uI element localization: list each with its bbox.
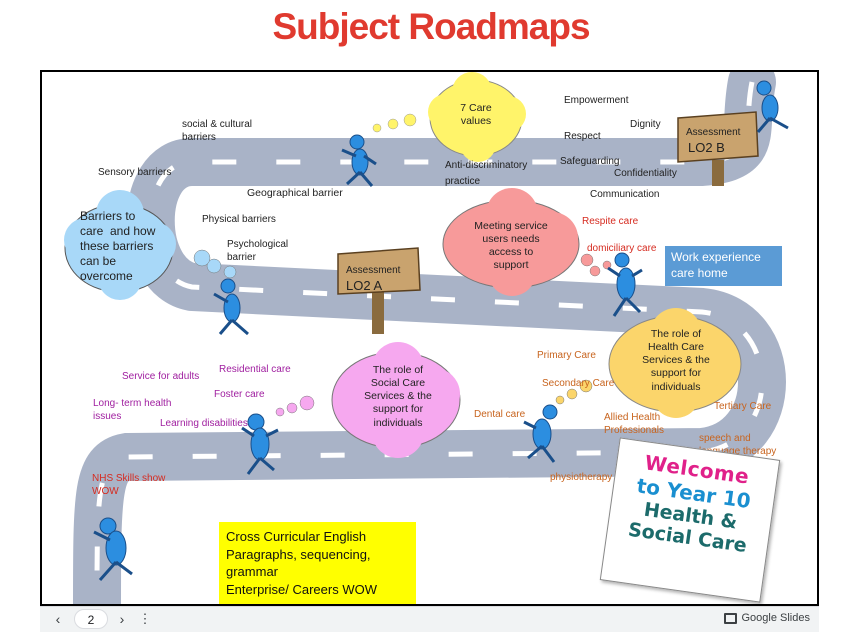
label-long-term-health: Long- term health issues [93,398,172,422]
sign-lo2a-code: LO2 A [346,278,383,293]
figure-physio [523,404,558,463]
label-geographical-barrier: Geographical barrier [247,187,343,199]
figure-middle [241,413,279,475]
cloud-health-care [608,308,742,418]
label-allied-health: Allied Health Professionals [604,412,665,436]
thought-dots-blue [193,249,237,279]
label-tertiary-care: Tertiary Care [714,401,772,412]
label-confidentiality: Confidentiality [614,168,677,179]
label-foster-care: Foster care [214,389,265,400]
cloud-care-values-text: 7 Care values [460,102,492,128]
cloud-health-care-text: The role of Health Care Services & the s… [642,328,710,393]
figure-top [341,134,377,187]
thought-dots-yellow [372,113,417,133]
figure-bottom [93,517,133,581]
sign-lo2b-label: Assessment [686,127,741,138]
label-learning-disabilities: Learning disabilities [160,418,248,429]
thought-dots-magenta [275,395,315,417]
thought-dots-gold [555,379,593,405]
more-vert-icon[interactable]: ⋮ [138,611,152,626]
roadmap-road [64,72,789,604]
cross-curricular-box: Cross Curricular English Paragraphs, seq… [219,522,416,604]
label-anti-discriminatory: Anti-discriminatory practice [445,160,528,187]
slides-toolbar: ‹ 2 › ⋮ Google Slides [40,606,819,632]
chevron-right-icon[interactable]: › [119,611,125,627]
label-primary-care: Primary Care [537,350,596,361]
cloud-meeting-needs [442,188,580,296]
cloud-social-care [331,342,461,458]
label-social-cultural: social & cultural barriers [182,119,253,143]
label-secondary-care: Secondary Care [542,378,615,389]
page-title: Subject Roadmaps [272,6,590,47]
label-nhs-skills-show: NHS Skills show WOW [92,473,166,497]
welcome-card: Welcome to Year 10 Health & Social Care [599,437,781,603]
work-experience-box: Work experience care home [665,246,782,286]
page-number-input[interactable]: 2 [74,609,108,629]
cloud-barriers [64,190,176,300]
figure-top-right [756,80,789,133]
sign-lo2a [337,247,421,334]
figure-left [213,278,249,336]
sign-lo2b [677,111,759,186]
figure-right [607,252,643,317]
sign-lo2a-label: Assessment [346,265,401,276]
google-slides-icon [724,613,737,624]
label-empowerment: Empowerment [564,95,629,106]
label-service-for-adults: Service for adults [122,371,200,382]
label-respite-care: Respite care [582,216,639,227]
road-markings [94,81,765,604]
slide-canvas: social & cultural barriers Sensory barri… [40,70,819,606]
cloud-care-values [428,72,526,162]
cloud-social-care-text: The role of Social Care Services & the s… [364,364,432,429]
label-residential-care: Residential care [219,364,291,375]
label-dignity: Dignity [630,119,661,130]
label-safeguarding: Safeguarding [560,156,620,167]
label-physiotherapy: physiotherapy [550,472,613,483]
google-slides-link[interactable]: Google Slides [741,612,811,624]
label-domiciliary-care: domiciliary care [587,243,657,254]
label-psychological-barrier: Psychological barrier [227,239,289,263]
cloud-barriers-text: Barriers to care and how these barriers … [80,209,156,283]
chevron-left-icon[interactable]: ‹ [55,611,61,627]
thought-dots-pink [580,253,612,277]
label-dental-care: Dental care [474,409,526,420]
cloud-meeting-needs-text: Meeting service users needs access to su… [474,220,548,272]
sign-lo2b-code: LO2 B [688,140,725,155]
label-communication: Communication [590,189,660,200]
label-respect: Respect [564,131,601,142]
label-sensory-barriers: Sensory barriers [98,167,172,178]
label-physical-barriers: Physical barriers [202,214,276,225]
